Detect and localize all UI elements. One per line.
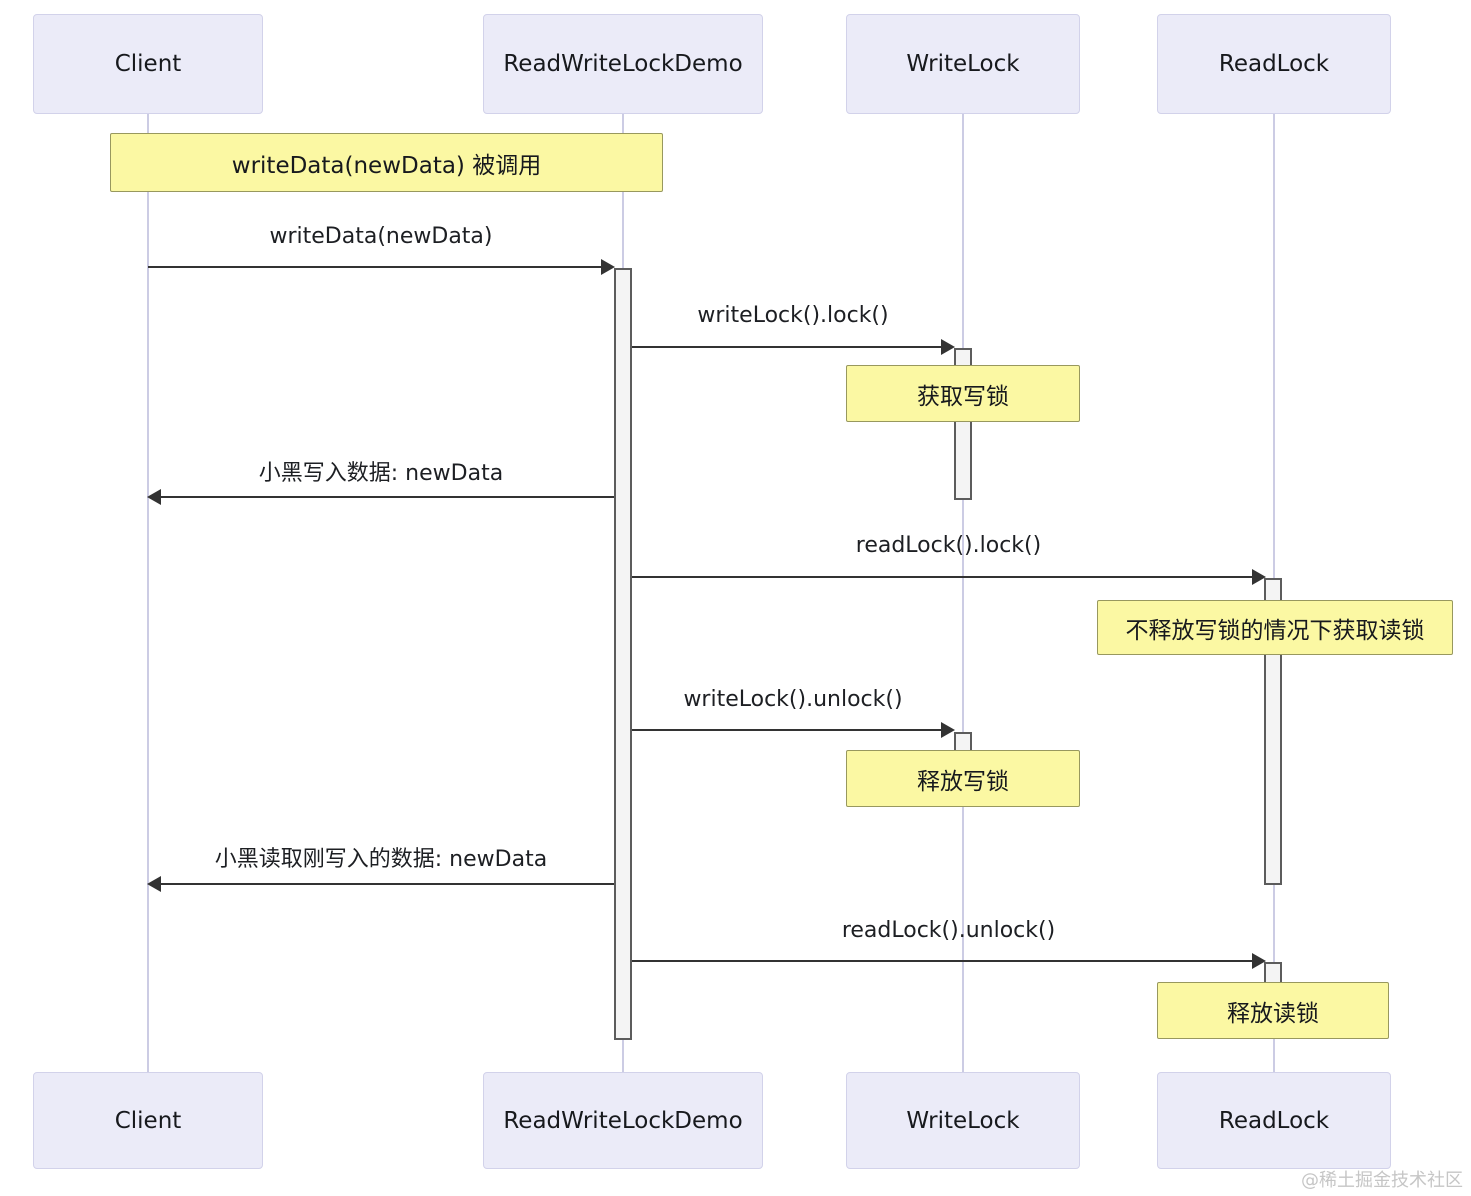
arrowhead-right-icon: [1252, 953, 1266, 969]
message-label-read-result: 小黑读取刚写入的数据: newData: [214, 847, 548, 872]
message-arrow-write-result: [147, 489, 614, 505]
actor-label: WriteLock: [906, 51, 1020, 77]
note-text: 释放写锁: [917, 768, 1009, 795]
note-acquire-readlock-without-release: 不释放写锁的情况下获取读锁: [1097, 600, 1453, 655]
message-arrow-writelock-lock: [632, 339, 955, 355]
actor-label: ReadLock: [1218, 1107, 1330, 1134]
message-label-writelock-lock: writeLock().lock(): [697, 303, 889, 328]
message-arrow-writelock-unlock: [632, 722, 955, 738]
actor-bottom-client: Client: [33, 1072, 263, 1169]
actor-label: WriteLock: [906, 1107, 1020, 1134]
actor-top-readwritelockdemo: ReadWriteLockDemo: [483, 14, 763, 114]
message-arrow-readlock-lock: [632, 569, 1266, 585]
actor-bottom-readlock: ReadLock: [1157, 1072, 1391, 1169]
note-text: 获取写锁: [917, 383, 1009, 410]
actor-label: Client: [114, 1107, 182, 1134]
actor-label: ReadWriteLockDemo: [503, 1107, 743, 1134]
message-label-write-result: 小黑写入数据: newData: [258, 461, 504, 486]
actor-label: ReadLock: [1218, 51, 1330, 77]
message-label-writedata: writeData(newData): [269, 224, 493, 249]
message-label-readlock-lock: readLock().lock(): [855, 533, 1042, 558]
note-text: 释放读锁: [1227, 1000, 1319, 1027]
arrowhead-right-icon: [1252, 569, 1266, 585]
actor-label: ReadWriteLockDemo: [503, 51, 743, 77]
actor-bottom-readwritelockdemo: ReadWriteLockDemo: [483, 1072, 763, 1169]
actor-label: Client: [114, 51, 182, 77]
arrowhead-left-icon: [147, 489, 161, 505]
message-label-readlock-unlock: readLock().unlock(): [841, 918, 1056, 943]
lifeline-client: [147, 114, 149, 1072]
note-writedata-called: writeData(newData) 被调用: [110, 133, 663, 192]
note-text: writeData(newData) 被调用: [231, 152, 542, 179]
actor-top-writelock: WriteLock: [846, 14, 1080, 114]
note-text: 不释放写锁的情况下获取读锁: [1125, 617, 1425, 644]
note-acquire-writelock: 获取写锁: [846, 365, 1080, 422]
note-release-readlock: 释放读锁: [1157, 982, 1389, 1039]
arrowhead-right-icon: [601, 259, 615, 275]
message-arrow-read-result: [147, 876, 614, 892]
arrowhead-left-icon: [147, 876, 161, 892]
actor-top-readlock: ReadLock: [1157, 14, 1391, 114]
activation-bar-readlock-unlock: [1264, 962, 1282, 984]
arrowhead-right-icon: [941, 339, 955, 355]
note-release-writelock: 释放写锁: [846, 750, 1080, 807]
actor-top-client: Client: [33, 14, 263, 114]
watermark: @稀土掘金技术社区: [1301, 1170, 1463, 1191]
message-arrow-readlock-unlock: [632, 953, 1266, 969]
message-arrow-writedata: [148, 259, 615, 275]
arrowhead-right-icon: [941, 722, 955, 738]
lifeline-writelock: [962, 114, 964, 1072]
actor-bottom-writelock: WriteLock: [846, 1072, 1080, 1169]
message-label-writelock-unlock: writeLock().unlock(): [683, 687, 903, 712]
activation-bar-readwritelockdemo: [614, 268, 632, 1040]
